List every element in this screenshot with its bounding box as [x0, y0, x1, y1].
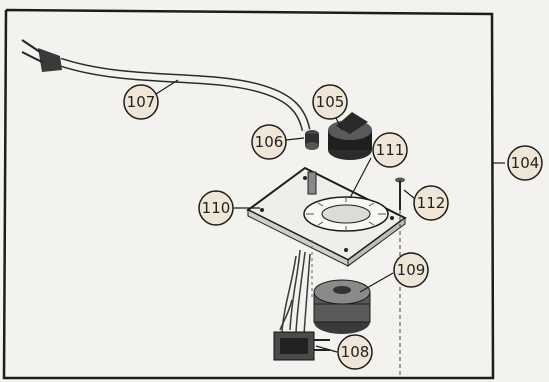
callout-107: 107: [123, 84, 159, 120]
callout-104-label: 104: [511, 154, 540, 172]
callout-105-label: 105: [316, 93, 345, 111]
frame-border: [2, 8, 495, 380]
callout-110: 110: [198, 190, 234, 226]
shaft-bushing: [305, 130, 319, 150]
callout-112-label: 112: [417, 194, 446, 212]
callout-106-label: 106: [255, 133, 284, 151]
callout-105: 105: [312, 84, 348, 120]
plug-head: [21, 39, 62, 72]
wiring-harness: [279, 249, 311, 335]
rotary-switch: [313, 279, 371, 334]
callout-111: 111: [372, 132, 408, 168]
callout-108: 108: [337, 334, 373, 370]
connector-plug: [273, 331, 330, 361]
callout-111-label: 111: [376, 141, 405, 159]
callout-108-label: 108: [341, 343, 370, 361]
callout-110-label: 110: [202, 199, 231, 217]
callout-112: 112: [413, 185, 449, 221]
callout-107-label: 107: [127, 93, 156, 111]
dial-knob: [328, 112, 372, 160]
callout-109: 109: [393, 252, 429, 288]
dial-plate: [303, 196, 389, 232]
callout-109-label: 109: [397, 261, 426, 279]
power-cord: [21, 39, 311, 132]
screw: [395, 177, 405, 375]
callout-104: 104: [507, 145, 543, 181]
callout-106: 106: [251, 124, 287, 160]
